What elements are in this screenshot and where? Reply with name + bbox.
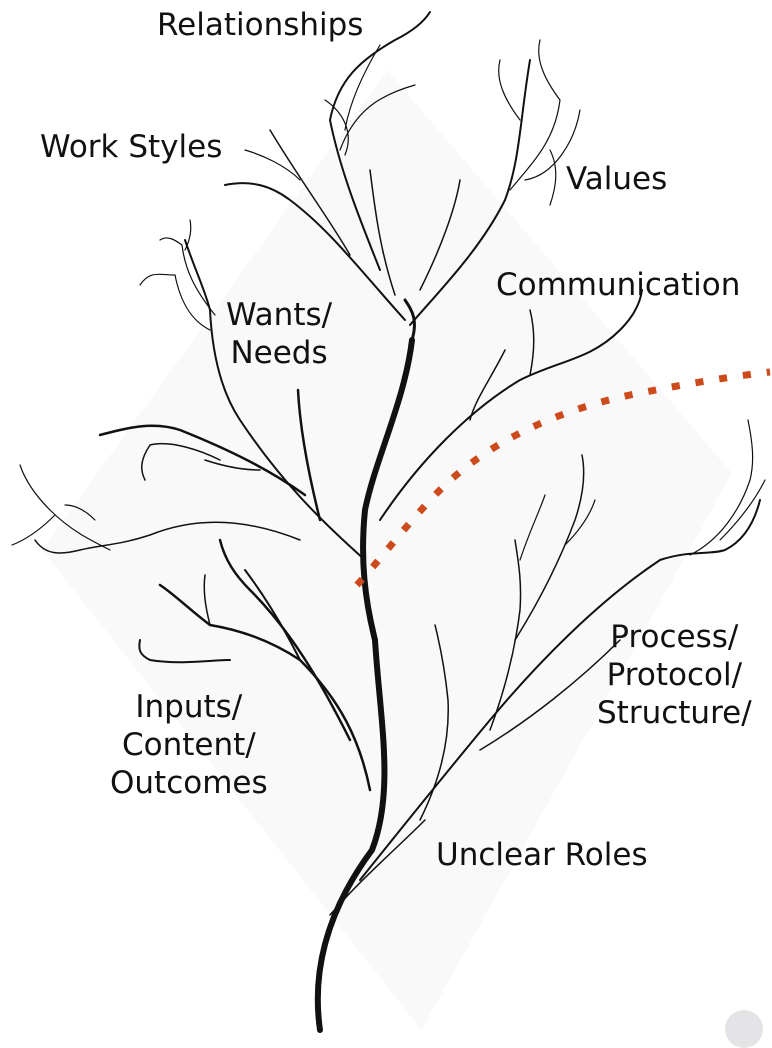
branch-comm-twig-a xyxy=(469,349,506,421)
branch-values-twig-a xyxy=(509,39,561,191)
branch-process-twig-a xyxy=(689,419,754,556)
branch-process-low-right xyxy=(479,639,621,751)
label-inputs-content-outcomes: Inputs/ Content/ Outcomes xyxy=(110,689,268,801)
branch-communication xyxy=(379,289,643,521)
branch-upper-left xyxy=(224,182,406,321)
branch-process xyxy=(359,499,761,881)
branch-relationships xyxy=(329,11,431,271)
branch-inputs-twig-c xyxy=(218,538,352,742)
branch-values-twig-d xyxy=(549,149,557,206)
branch-crown-mid-b xyxy=(419,179,461,291)
label-wants-needs: Wants/ Needs xyxy=(226,297,333,371)
branch-inputs-twig-b xyxy=(244,569,301,661)
branch-process-twig-b xyxy=(719,479,766,541)
branch-wants-needs xyxy=(184,239,366,561)
branch-process-lower xyxy=(419,624,450,821)
branch-wn-bottom xyxy=(204,459,261,471)
branch-wn-twig-c xyxy=(184,219,192,251)
branch-wn-lower-twig xyxy=(140,442,221,481)
label-communication: Communication xyxy=(496,267,741,303)
branch-far-left-twig-c xyxy=(64,504,96,521)
branch-inputs xyxy=(158,583,372,792)
branch-unclear-roles xyxy=(329,819,426,916)
branch-rel-twig-c xyxy=(324,99,349,156)
branch-process-mid-b xyxy=(514,454,585,641)
label-values: Values xyxy=(566,161,668,197)
label-process-protocol-structure: Process/ Protocol/ Structure/ xyxy=(597,619,752,731)
branch-values xyxy=(409,59,531,326)
branch-far-left-twig-a xyxy=(19,464,111,551)
branch-process-mid xyxy=(489,539,522,731)
branch-values-twig-b xyxy=(524,109,581,181)
branch-wn-lower xyxy=(98,424,307,497)
branch-ws-twig xyxy=(244,149,301,181)
label-work-styles: Work Styles xyxy=(40,129,223,165)
branch-far-left xyxy=(34,521,301,554)
branch-process-mid-c xyxy=(519,494,546,561)
branch-rel-twig-b xyxy=(339,84,416,151)
branch-inputs-twig-d xyxy=(203,574,211,626)
branch-far-left-twig-b xyxy=(11,514,56,546)
branch-comm-twig-b xyxy=(529,309,535,376)
branch-wn-inner xyxy=(296,388,322,522)
trunk-upper xyxy=(403,298,416,342)
branch-crown-mid xyxy=(369,169,396,296)
label-unclear-roles: Unclear Roles xyxy=(436,837,648,873)
branch-wn-twig-a xyxy=(139,273,211,331)
label-relationships: Relationships xyxy=(157,7,364,43)
branch-wn-twig-b xyxy=(159,237,216,316)
branch-process-mid-d xyxy=(564,499,596,546)
tree-trunk xyxy=(314,337,415,1033)
branch-work-styles xyxy=(269,129,351,256)
corner-badge xyxy=(725,1010,763,1048)
branch-values-twig-c xyxy=(498,59,521,121)
branch-rel-twig-a xyxy=(344,44,381,131)
branch-inputs-twig-a xyxy=(138,639,231,664)
